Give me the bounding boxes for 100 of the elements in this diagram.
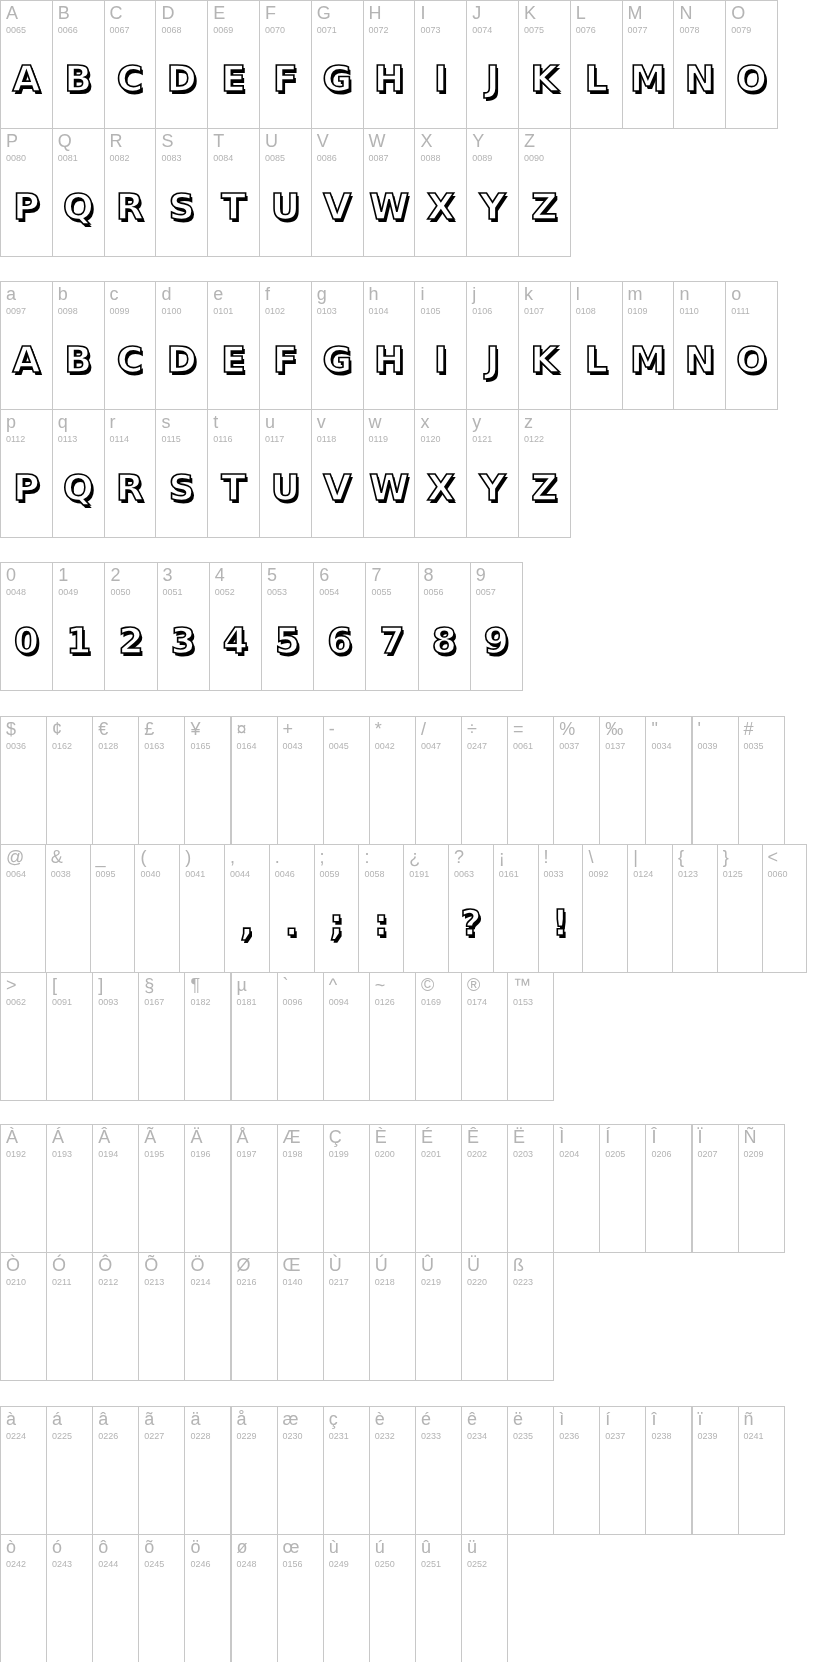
character-code: 0121 [472, 434, 493, 444]
glyph-sample: 3 [170, 621, 196, 661]
character-label: z [524, 412, 533, 432]
character-code: 0112 [6, 434, 26, 444]
character-code: 0114 [109, 434, 129, 444]
character-code: 0054 [319, 587, 340, 597]
character-code: 0209 [743, 1149, 764, 1159]
glyph-sample: U [270, 187, 300, 227]
character-code: 0239 [697, 1431, 718, 1441]
character-label: £ [144, 719, 155, 739]
character-code: 0219 [420, 1277, 441, 1287]
glyph-cell [417, 562, 471, 691]
character-code: 0089 [472, 153, 493, 163]
glyph-cell [0, 1124, 48, 1253]
glyph-cell [184, 1124, 232, 1253]
glyph-cell [599, 1124, 647, 1253]
character-label: õ [144, 1537, 155, 1557]
character-code: 0044 [230, 869, 251, 879]
character-code: 0103 [316, 306, 337, 316]
glyph-cell [621, 0, 675, 129]
character-code: 0206 [651, 1149, 672, 1159]
character-label: ó [52, 1537, 63, 1557]
character-label: ë [513, 1409, 524, 1429]
glyph-sample: M [630, 59, 666, 99]
character-code: 0067 [109, 25, 130, 35]
glyph-sample: U [270, 468, 300, 508]
character-label: S [161, 131, 174, 151]
character-code: 0153 [513, 997, 534, 1007]
character-label: { [678, 847, 684, 867]
character-label: F [265, 3, 276, 23]
glyph-cell [691, 1124, 739, 1253]
character-code: 0192 [6, 1149, 27, 1159]
glyph-cell [673, 0, 727, 129]
character-label: Ç [328, 1127, 342, 1147]
glyph-sample: J [485, 59, 500, 99]
character-code: 0039 [697, 741, 718, 751]
character-code: 0096 [282, 997, 303, 1007]
character-label: o [731, 284, 742, 304]
glyph-sample: D [166, 59, 197, 99]
glyph-cell [673, 281, 727, 410]
character-code: 0062 [6, 997, 27, 1007]
glyph-cell [0, 562, 54, 691]
character-label: ò [6, 1537, 16, 1557]
character-code: 0199 [328, 1149, 349, 1159]
character-code: 0100 [161, 306, 182, 316]
character-label: Á [52, 1127, 65, 1147]
character-code: 0080 [6, 153, 27, 163]
glyph-sample: E [221, 59, 246, 99]
glyph-cell [0, 409, 53, 538]
glyph-cell [230, 1124, 278, 1253]
character-label: k [524, 284, 533, 304]
character-code: 0088 [420, 153, 441, 163]
glyph-sample: F [273, 59, 298, 99]
character-label: C [109, 3, 123, 23]
glyph-sample: R [116, 187, 144, 227]
glyph-cell [322, 1252, 370, 1381]
character-label: l [575, 284, 580, 304]
glyph-sample: F [273, 340, 298, 380]
character-label: } [722, 847, 729, 867]
glyph-sample: ! [552, 903, 569, 943]
glyph-cell [0, 972, 48, 1101]
character-label: D [161, 3, 175, 23]
character-label: Œ [282, 1255, 301, 1275]
character-code: 0075 [524, 25, 545, 35]
character-label: Ë [513, 1127, 526, 1147]
character-code: 0046 [274, 869, 295, 879]
glyph-sample: S [168, 468, 195, 508]
character-label: ( [140, 847, 147, 867]
glyph-cell [184, 972, 232, 1101]
character-code: 0119 [368, 434, 388, 444]
character-code: 0201 [420, 1149, 441, 1159]
character-label: G [316, 3, 331, 23]
character-label: T [213, 131, 225, 151]
character-label: Ó [52, 1255, 67, 1275]
character-label: µ [236, 975, 247, 995]
character-label: h [368, 284, 379, 304]
character-code: 0227 [144, 1431, 165, 1441]
character-code: 0167 [144, 997, 165, 1007]
character-label: M [627, 3, 643, 23]
character-label: = [513, 719, 524, 739]
character-code: 0056 [423, 587, 444, 597]
character-label: A [6, 3, 18, 23]
glyph-sample: 4 [222, 621, 248, 661]
character-code: 0061 [513, 741, 534, 751]
character-code: 0110 [679, 306, 699, 316]
character-code: 0210 [6, 1277, 27, 1287]
character-code: 0140 [282, 1277, 303, 1287]
character-code: 0137 [605, 741, 626, 751]
character-code: 0217 [328, 1277, 349, 1287]
character-label: u [265, 412, 275, 432]
glyph-sample: Z [531, 468, 558, 508]
glyph-cell [518, 128, 571, 257]
glyph-sample: X [426, 468, 455, 508]
character-label: ï [697, 1409, 703, 1429]
character-code: 0076 [575, 25, 596, 35]
character-code: 0035 [743, 741, 764, 751]
glyph-sample: S [168, 187, 195, 227]
character-label: Â [98, 1127, 111, 1147]
character-code: 0087 [368, 153, 389, 163]
character-label: ¿ [409, 847, 421, 867]
